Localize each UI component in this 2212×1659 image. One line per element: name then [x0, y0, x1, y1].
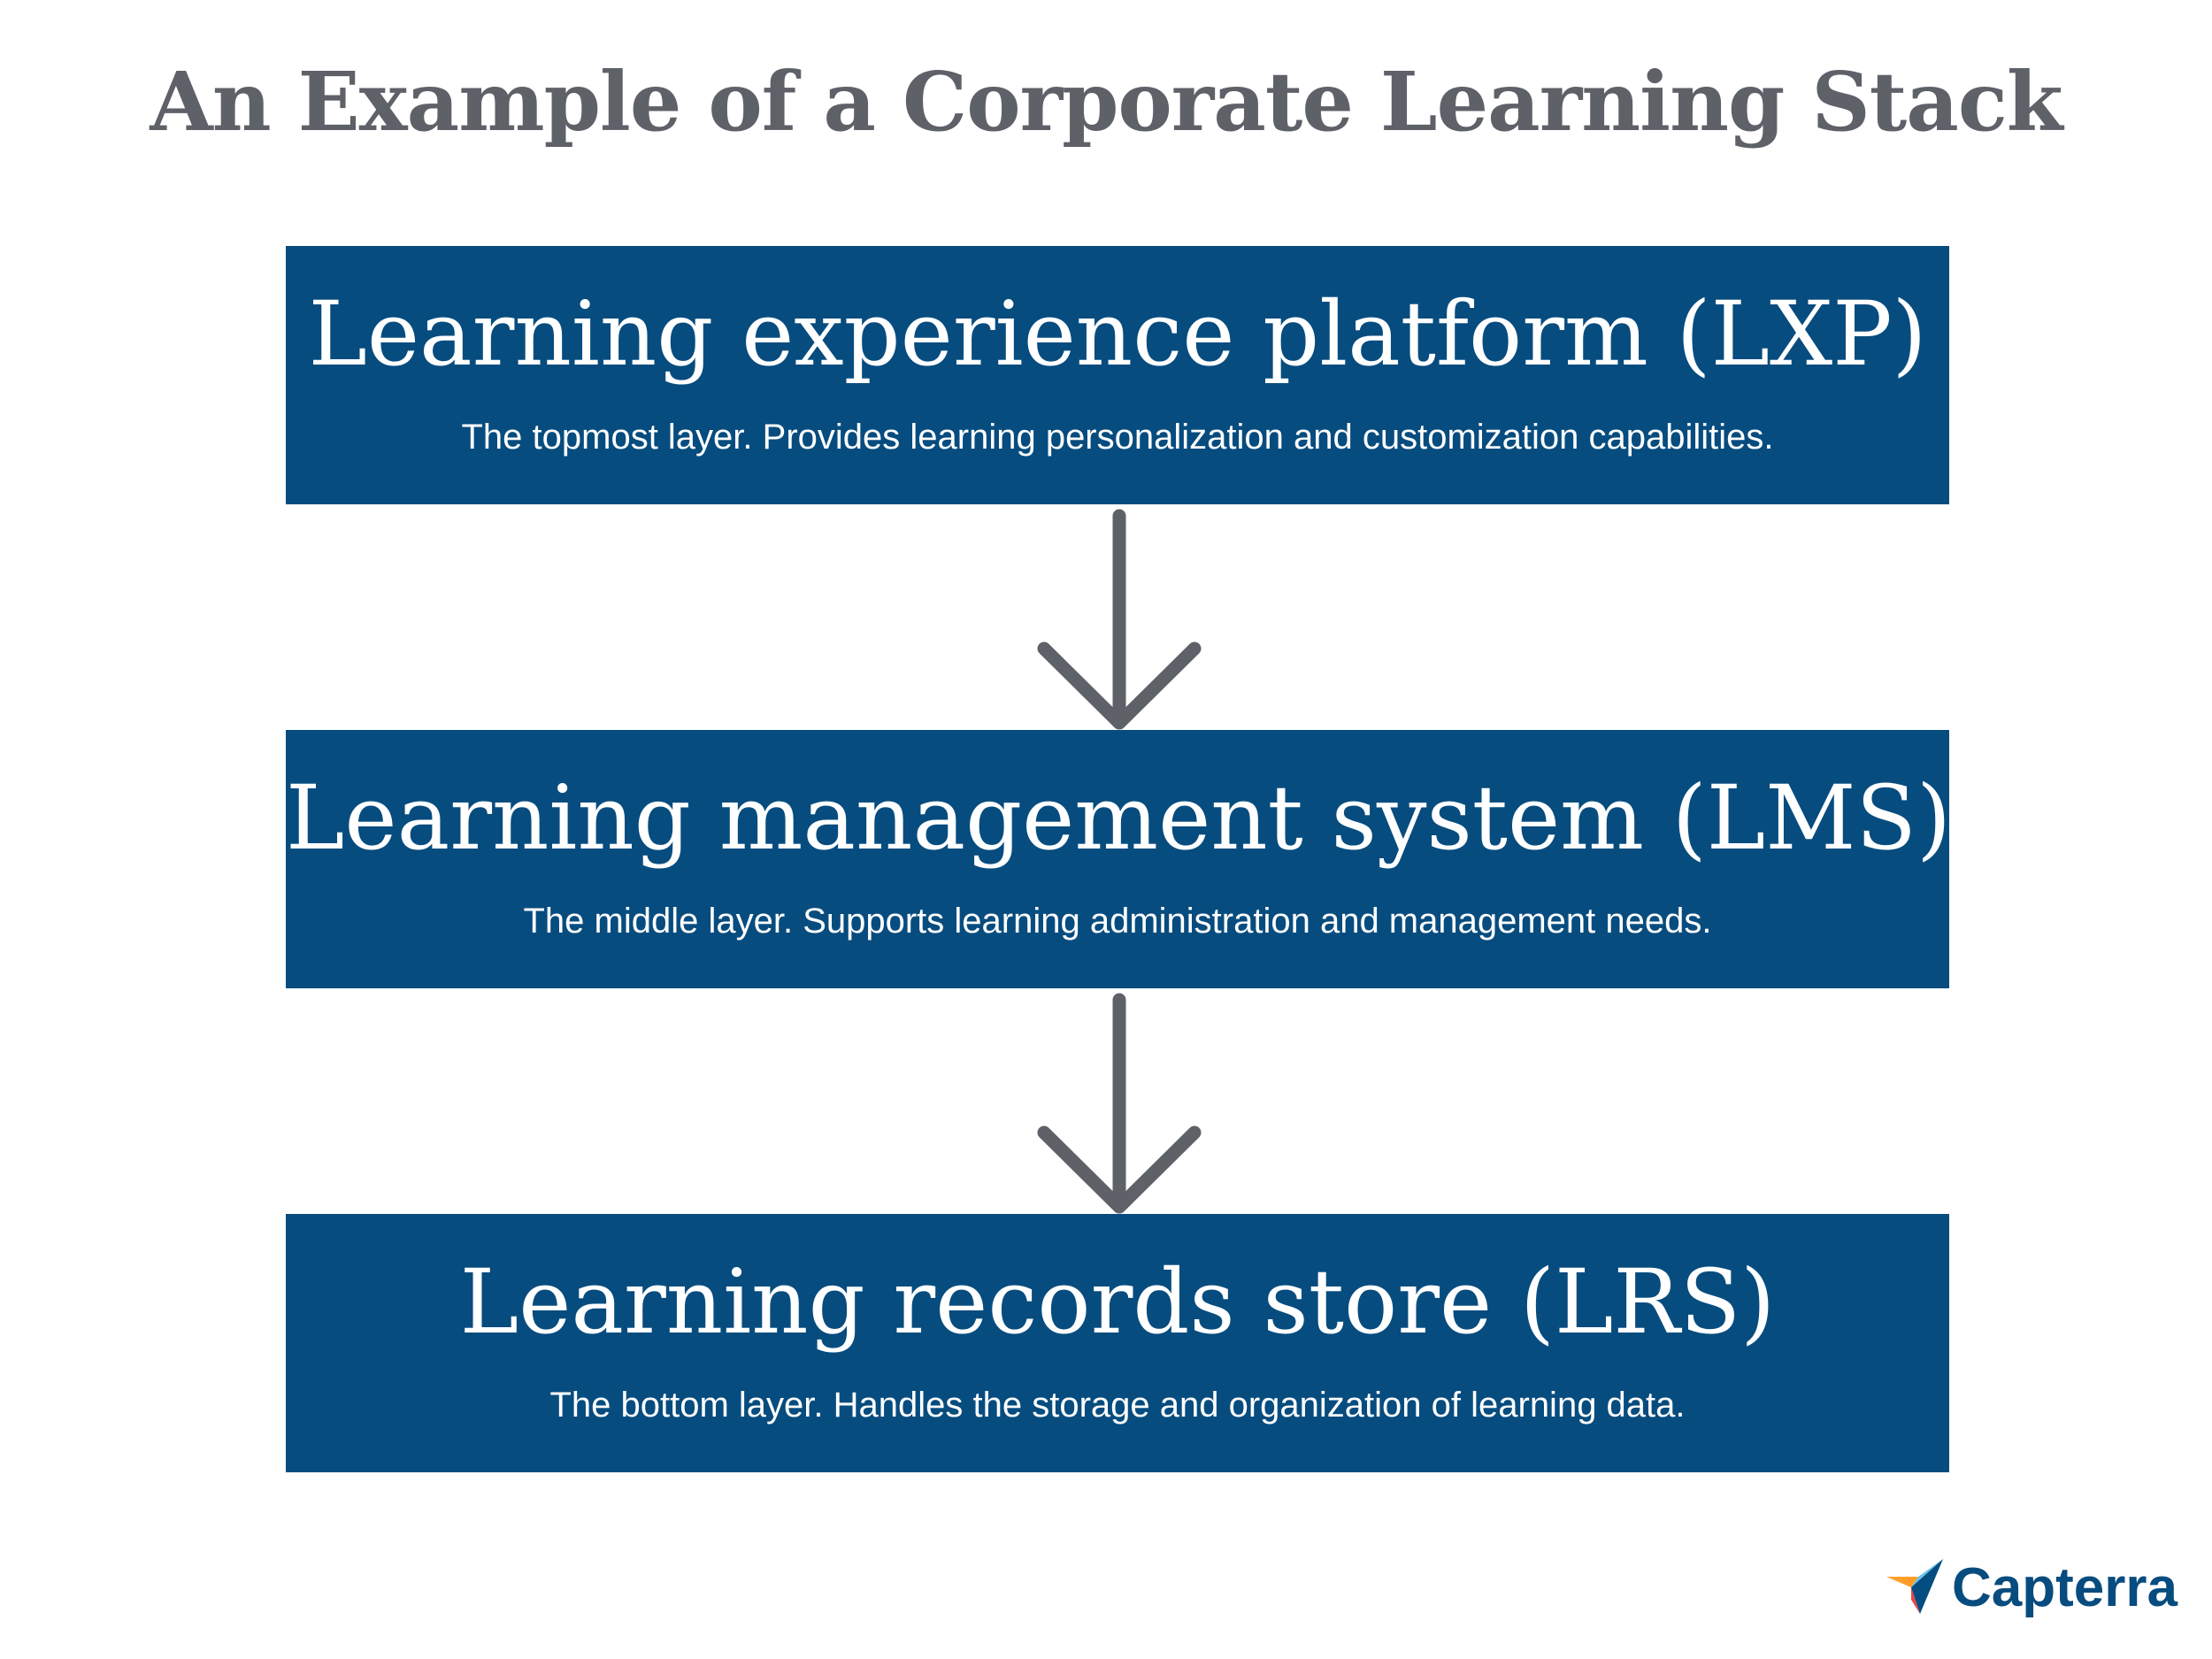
layer-description: The bottom layer. Handles the storage an… — [549, 1386, 1686, 1425]
layer-box-lxp: Learning experience platform (LXP) The t… — [286, 246, 1949, 504]
layer-box-lrs: Learning records store (LRS) The bottom … — [286, 1214, 1949, 1472]
logo-text: Capterra — [1952, 1557, 2177, 1618]
layer-name: Learning records store (LRS) — [459, 1250, 1776, 1354]
capterra-logo: Capterra — [1885, 1557, 2177, 1619]
layer-name: Learning experience platform (LXP) — [308, 282, 1927, 386]
diagram-title: An Example of a Corporate Learning Stack — [150, 54, 2062, 150]
layer-description: The middle layer. Supports learning admi… — [523, 902, 1712, 941]
capterra-logo-icon — [1886, 1559, 1943, 1614]
layer-box-lms: Learning management system (LMS) The mid… — [286, 730, 1952, 988]
layer-name: Learning management system (LMS) — [286, 766, 1952, 870]
layer-description: The topmost layer. Provides learning per… — [461, 418, 1774, 457]
down-arrow-icon — [1037, 993, 1202, 1214]
down-arrow-icon — [1037, 509, 1202, 730]
